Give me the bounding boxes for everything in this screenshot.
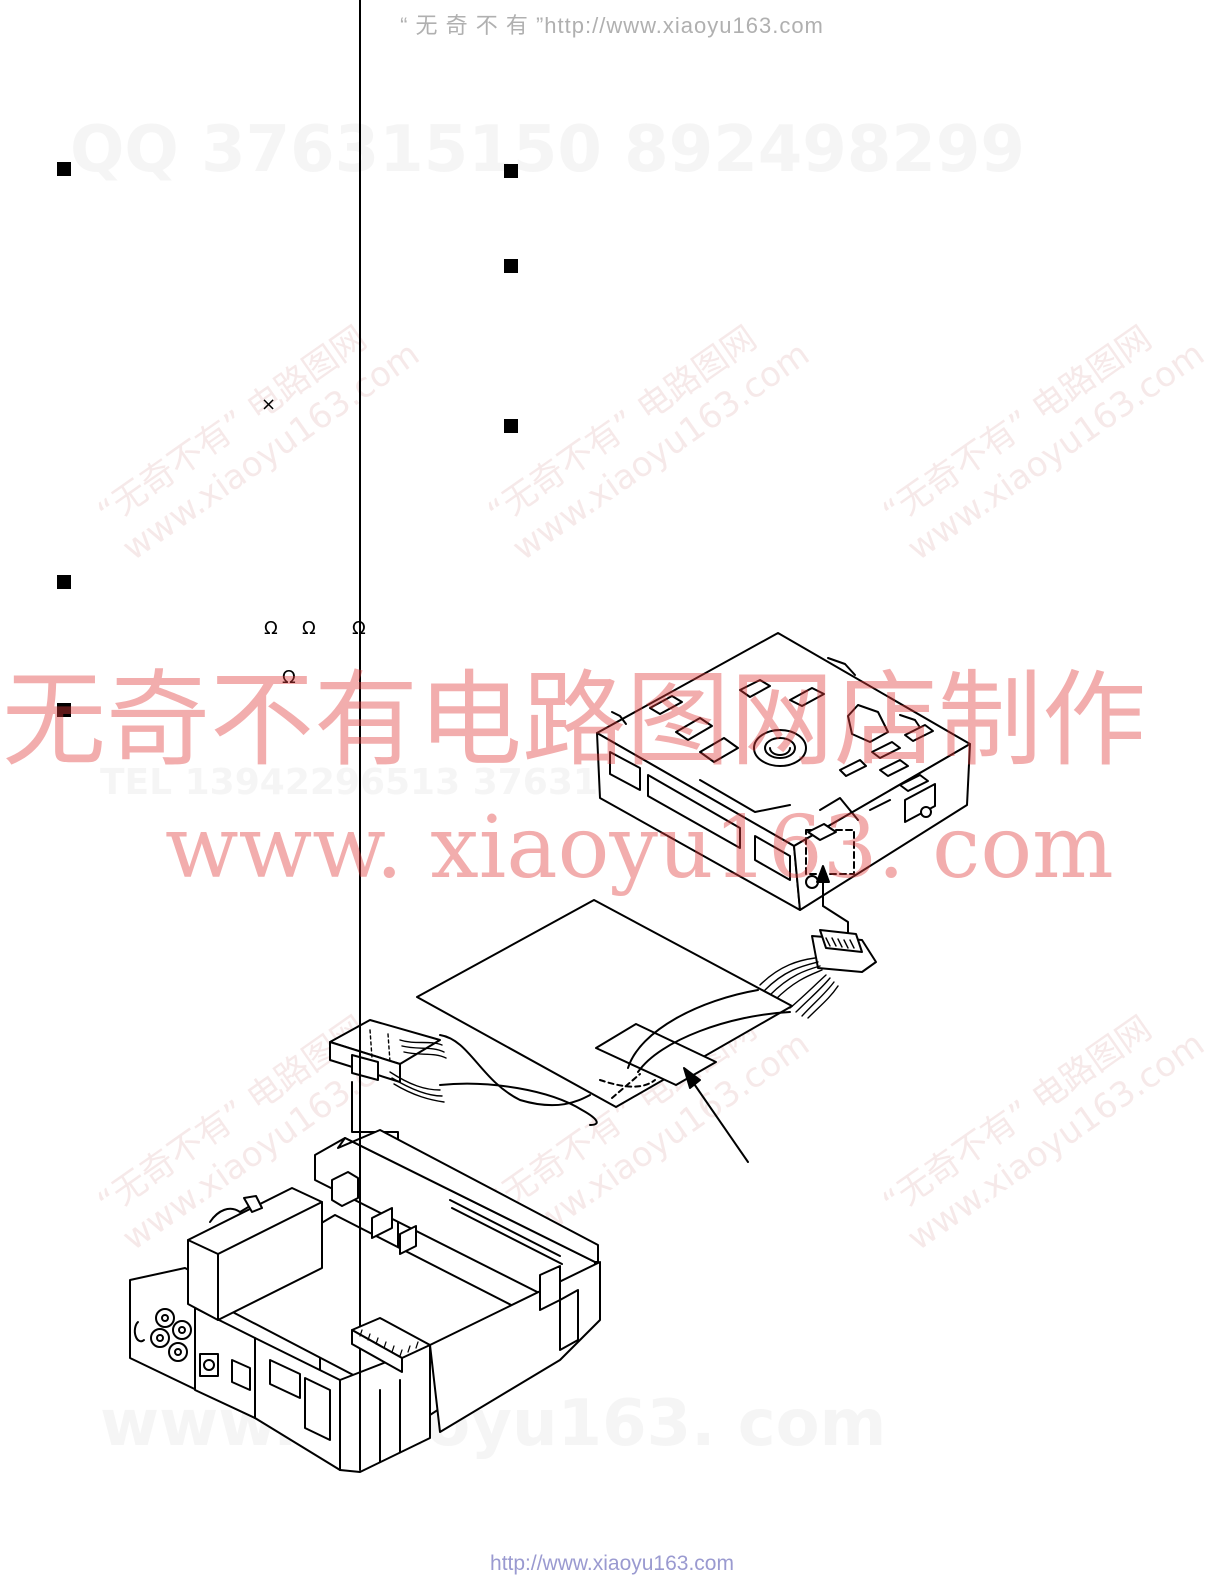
cd-mechanism (596, 632, 971, 911)
section-bullet (504, 259, 518, 273)
section-bullet (57, 703, 71, 717)
upper-connector (759, 905, 877, 1019)
left-connector (329, 1019, 447, 1103)
watermark-qq-line: QQ 376315150 892498299 (70, 113, 1025, 187)
main-chassis (129, 0, 601, 1473)
watermark-shop-chinese: 无奇不有电路图网店制作 (2, 659, 1147, 781)
ohm-symbol: Ω (352, 618, 366, 639)
page-header: “ 无 奇 不 有 ”http://www.xiaoyu163.com (400, 13, 824, 38)
section-bullet (57, 575, 71, 589)
section-bullet (57, 162, 71, 176)
times-symbol: × (261, 394, 277, 415)
insulating-sheet (416, 899, 793, 1126)
footer-link[interactable]: http://www.xiaoyu163.com (490, 1552, 734, 1575)
ohm-symbol: Ω (282, 667, 296, 688)
section-bullet (504, 164, 518, 178)
watermark-shop-url: www. xiaoyu163. com (165, 798, 1114, 898)
section-bullet (504, 419, 518, 433)
ohm-symbol: Ω (302, 618, 316, 639)
ohm-symbol: Ω (264, 618, 278, 639)
